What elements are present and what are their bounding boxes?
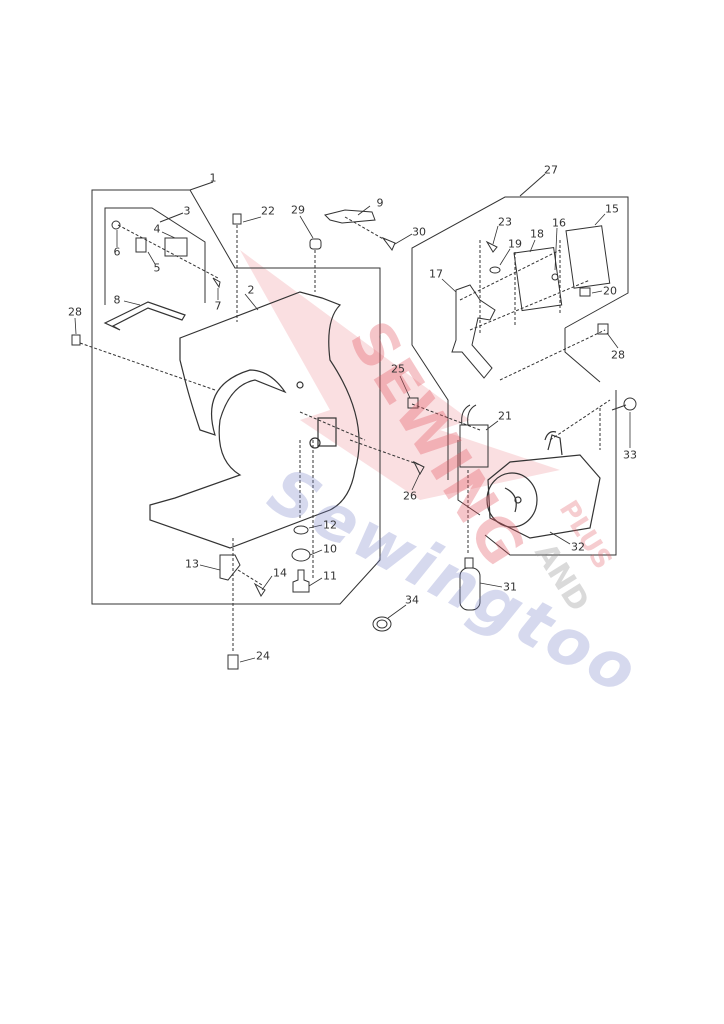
part-30-screw — [381, 236, 396, 251]
callout-7: 7 — [214, 299, 222, 313]
part-31-bulb — [459, 557, 481, 611]
callout-24: 24 — [256, 649, 270, 663]
part-5-part — [135, 237, 147, 253]
callout-13: 13 — [185, 557, 199, 571]
part-9-bracket — [324, 209, 376, 224]
part-10-grommet — [291, 548, 311, 562]
part-2-frame-casting — [149, 291, 360, 549]
part-12-nut — [293, 525, 309, 535]
callout-32: 32 — [571, 540, 585, 554]
part-25-screw — [407, 397, 419, 409]
part-34-ring — [372, 616, 392, 632]
callout-17: 17 — [429, 267, 443, 281]
callout-3: 3 — [183, 204, 191, 218]
callout-8: 8 — [113, 293, 121, 307]
callout-31: 31 — [503, 580, 517, 594]
part-18-controller — [513, 246, 563, 312]
callout-18: 18 — [530, 227, 544, 241]
part-6-screw — [111, 220, 121, 230]
part-4-switch — [164, 237, 188, 257]
part-19-terminal — [489, 266, 501, 274]
callout-10: 10 — [323, 542, 337, 556]
part-20-screw — [579, 287, 591, 297]
callout-29: 29 — [291, 203, 305, 217]
part-15-cover — [565, 225, 611, 289]
callout-5: 5 — [153, 261, 161, 275]
part-21-block — [459, 424, 489, 468]
part-7-screw — [212, 277, 221, 289]
part-32-motor — [486, 431, 601, 539]
part-24-screw — [227, 654, 239, 670]
watermark-arrow-shape — [240, 250, 560, 500]
group-1-frame — [91, 189, 381, 605]
callout-6: 6 — [113, 245, 121, 259]
callout-27: 27 — [544, 163, 558, 177]
part-16-washer — [551, 273, 559, 281]
callout-14: 14 — [273, 566, 287, 580]
callout-23: 23 — [498, 215, 512, 229]
leader-lines — [74, 205, 631, 663]
callout-11: 11 — [323, 569, 337, 583]
callout-25: 25 — [391, 362, 405, 376]
callout-21: 21 — [498, 409, 512, 423]
part-11-bolt — [292, 569, 310, 593]
callout-26: 26 — [403, 489, 417, 503]
group-27-frame — [411, 196, 629, 480]
callout-12: 12 — [323, 518, 337, 532]
part-33-screw — [611, 397, 637, 411]
callout-4: 4 — [153, 222, 161, 236]
part-28-screw-left — [71, 334, 81, 346]
group-3-frame — [104, 207, 206, 305]
callout-28: 28 — [611, 348, 625, 362]
callout-19: 19 — [508, 237, 522, 251]
callout-30: 30 — [412, 225, 426, 239]
part-13-bracket — [219, 554, 241, 581]
callout-28: 28 — [68, 305, 82, 319]
callout-20: 20 — [603, 284, 617, 298]
callout-9: 9 — [376, 196, 384, 210]
part-23-screw — [485, 240, 498, 253]
callout-16: 16 — [552, 216, 566, 230]
part-29-cap — [309, 238, 322, 250]
part-17-bracket — [451, 284, 496, 379]
part-22-screw — [232, 213, 242, 225]
callout-15: 15 — [605, 202, 619, 216]
callout-33: 33 — [623, 448, 637, 462]
part-8-bracket — [103, 301, 186, 331]
leader-1 — [189, 181, 214, 191]
callout-34: 34 — [405, 593, 419, 607]
part-14-screw — [253, 582, 266, 597]
callout-2: 2 — [247, 283, 255, 297]
part-28-screw-right — [597, 323, 609, 335]
callout-22: 22 — [261, 204, 275, 218]
callout-1: 1 — [209, 171, 217, 185]
part-26-screw — [412, 460, 425, 476]
